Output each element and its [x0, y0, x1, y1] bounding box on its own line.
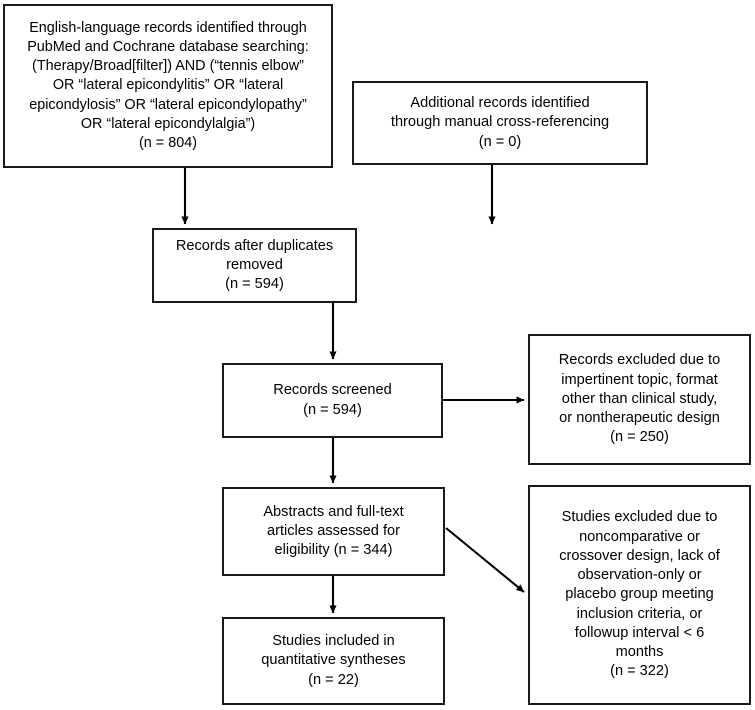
box-studies-included: Studies included in quantitative synthes…	[222, 617, 445, 705]
box-studies-excluded: Studies excluded due to noncomparative o…	[528, 485, 751, 705]
box-eligibility-assessed-text: Abstracts and full-text articles assesse…	[263, 503, 404, 559]
box-records-screened-text: Records screened (n = 594)	[273, 382, 392, 418]
box-identification-manual: Additional records identified through ma…	[352, 81, 648, 165]
box-records-excluded-text: Records excluded due to impertinent topi…	[558, 352, 721, 446]
box-identification-manual-text: Additional records identified through ma…	[390, 95, 610, 150]
box-studies-included-text: Studies included in quantitative synthes…	[261, 633, 406, 688]
box-duplicates-removed: Records after duplicates removed (n = 59…	[152, 228, 357, 303]
box-studies-excluded-text: Studies excluded due to noncomparative o…	[559, 509, 720, 680]
box-identification-database: English-language records identified thro…	[3, 4, 333, 168]
box-records-excluded: Records excluded due to impertinent topi…	[528, 334, 751, 465]
box-records-screened: Records screened (n = 594)	[222, 363, 443, 438]
box-eligibility-assessed: Abstracts and full-text articles assesse…	[222, 487, 445, 576]
box-identification-database-text: English-language records identified thro…	[27, 20, 309, 151]
box-duplicates-removed-text: Records after duplicates removed (n = 59…	[175, 237, 334, 293]
edge-eligibility-to-studies-excluded	[445, 527, 525, 593]
